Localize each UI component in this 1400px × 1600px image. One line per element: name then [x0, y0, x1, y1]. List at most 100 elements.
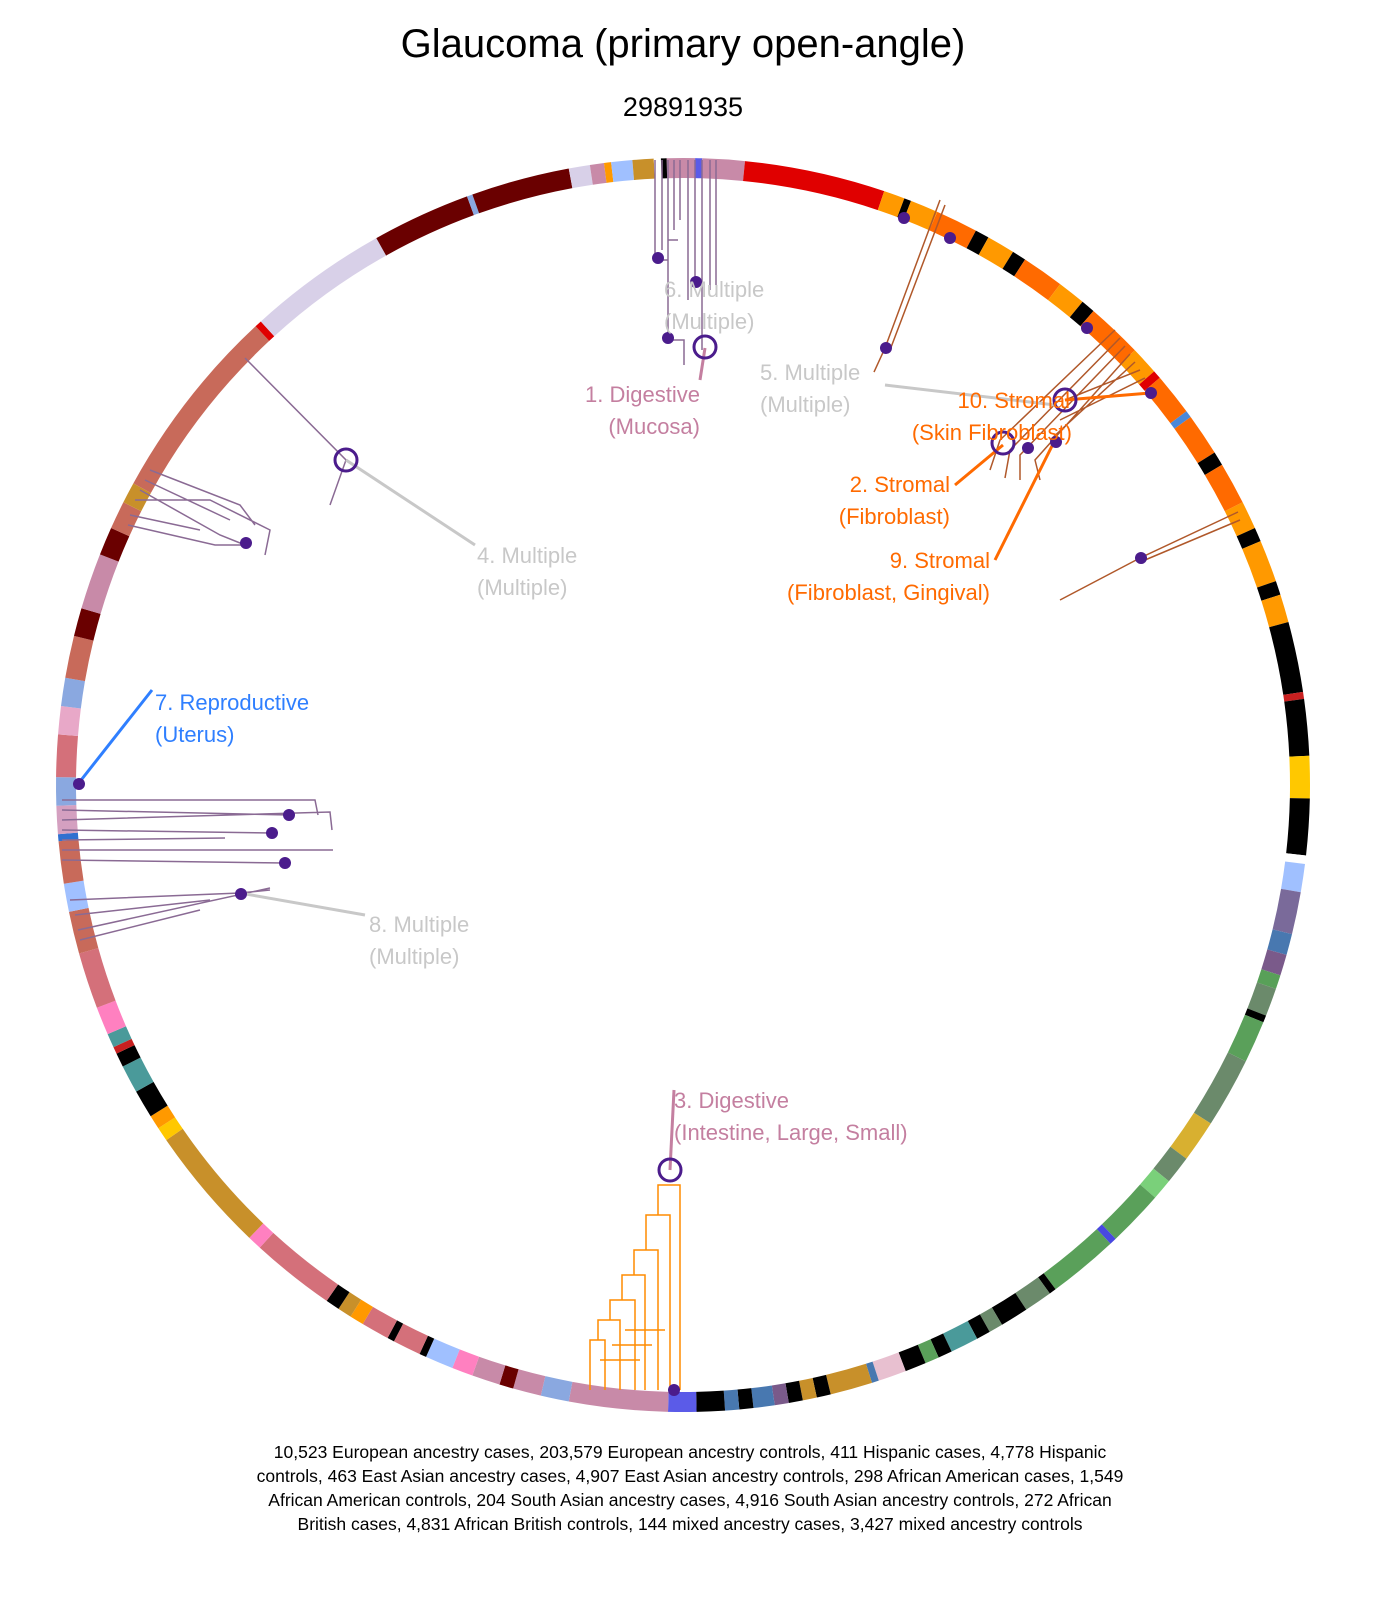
- ring-segment: [472, 168, 573, 214]
- ring-segment: [249, 1223, 274, 1248]
- ring-segment: [785, 1380, 803, 1404]
- ring-segment: [966, 230, 989, 255]
- label-5: 5. Multiple(Multiple): [760, 360, 860, 417]
- ring-segment: [917, 1339, 939, 1364]
- branch-bottom: [589, 1184, 681, 1390]
- ring-segment: [1242, 541, 1276, 588]
- ring-segment: [1139, 371, 1160, 391]
- ring-segment: [1014, 259, 1061, 301]
- ring-segment: [1170, 1112, 1211, 1159]
- ring-segment: [158, 1117, 183, 1141]
- ring-segment: [1244, 1008, 1267, 1023]
- ring-segment: [63, 880, 89, 912]
- cluster-node-1[interactable]: [692, 334, 718, 360]
- ring-segment: [107, 1026, 132, 1048]
- ring-segment: [326, 1284, 350, 1309]
- ring-segment: [751, 1385, 775, 1409]
- sample-size-caption: 10,523 European ancestry cases, 203,579 …: [256, 1442, 1124, 1534]
- ring-segment: [136, 1081, 168, 1117]
- ring-segment: [1283, 691, 1305, 702]
- ring-segment: [150, 1105, 176, 1129]
- ring-segment: [1002, 251, 1026, 277]
- label-8: 8. Multiple(Multiple): [369, 912, 469, 969]
- ring-segment: [1267, 929, 1293, 955]
- ring-segment: [1140, 1168, 1169, 1198]
- ring-segment: [898, 1344, 926, 1372]
- chart-title: Glaucoma (primary open-angle): [400, 22, 966, 66]
- ring-segment: [1153, 1146, 1187, 1182]
- cluster-node-4[interactable]: [333, 447, 359, 473]
- ring-segment: [611, 160, 634, 183]
- ring-segment: [812, 1374, 831, 1398]
- ring-segment: [452, 1349, 480, 1376]
- ring-segment: [1284, 698, 1310, 757]
- ring-segment: [166, 1128, 264, 1238]
- ring-segment: [668, 1391, 697, 1412]
- label-10: 10. Stromal(Skin Fibroblast): [912, 388, 1072, 445]
- ring-segment: [1261, 949, 1287, 976]
- label-connectors: [76, 347, 1151, 1171]
- nodes: [73, 212, 1157, 1396]
- ring-segment: [1257, 969, 1281, 989]
- ring-segment: [99, 528, 130, 562]
- ring-segment: [113, 1038, 135, 1054]
- ring-segment: [1261, 594, 1289, 628]
- connector-3: [668, 1089, 676, 1171]
- ring-segment: [376, 196, 474, 256]
- ring-segment: [1101, 1184, 1156, 1239]
- ring-segment: [122, 1057, 154, 1092]
- ring-segment: [991, 1292, 1027, 1325]
- leaf-dots: [73, 212, 1157, 1396]
- ring-segment: [1015, 1277, 1050, 1310]
- label-1: 1. Digestive(Mucosa): [585, 382, 700, 439]
- ring-segment: [1174, 417, 1215, 464]
- ring-segment: [943, 1321, 978, 1352]
- label-6: 6. Multiple(Multiple): [664, 277, 764, 334]
- ring-segment: [79, 948, 116, 1008]
- branch-left: [61, 799, 333, 941]
- connector-4: [345, 458, 476, 547]
- ring-segment: [568, 164, 593, 189]
- chart-subtitle: 29891935: [622, 92, 744, 122]
- label-2: 2. Stromal(Fibroblast): [839, 472, 950, 529]
- connector-7: [76, 689, 154, 785]
- ring-segment: [96, 1000, 126, 1035]
- ring-segment: [1048, 284, 1083, 318]
- ring-segment: [1069, 301, 1094, 327]
- ring-segment: [1272, 888, 1301, 935]
- ring-segment: [111, 502, 142, 537]
- ring-segment: [701, 158, 745, 181]
- ring-segment: [568, 1381, 669, 1412]
- ring-segment: [1227, 1014, 1264, 1062]
- ring-segment: [123, 483, 151, 512]
- ring-segment: [133, 326, 270, 493]
- ring-segment: [1289, 755, 1310, 799]
- ring-segment: [1257, 581, 1281, 601]
- ring-segment: [865, 1361, 879, 1383]
- tissue-ring: [56, 158, 1310, 1412]
- ring-segment: [1120, 350, 1155, 385]
- ring-segment: [1285, 853, 1307, 865]
- ring-segment: [694, 158, 703, 179]
- cluster-node-10[interactable]: [1052, 387, 1078, 413]
- ring-segment: [696, 1390, 726, 1412]
- ring-segment: [743, 161, 885, 211]
- ring-segment: [499, 1365, 519, 1389]
- ring-segment: [929, 211, 976, 249]
- ring-segment: [81, 554, 119, 614]
- ring-segment: [393, 1323, 428, 1354]
- ring-segment: [1224, 502, 1255, 537]
- ring-segment: [666, 158, 696, 179]
- ring-segment: [877, 191, 905, 218]
- ring-segment: [58, 705, 81, 736]
- cluster-node-3[interactable]: [657, 1157, 683, 1183]
- ring-segment: [603, 162, 614, 183]
- branch-right-low: [1059, 511, 1241, 601]
- connector-9: [993, 439, 1057, 561]
- label-3: 3. Digestive(Intestine, Large, Small): [674, 1088, 908, 1145]
- cluster-node-2[interactable]: [990, 430, 1016, 456]
- ring-segment: [872, 1352, 906, 1381]
- ring-segment: [978, 237, 1014, 269]
- ring-segment: [799, 1378, 817, 1401]
- ring-segment: [540, 1376, 573, 1402]
